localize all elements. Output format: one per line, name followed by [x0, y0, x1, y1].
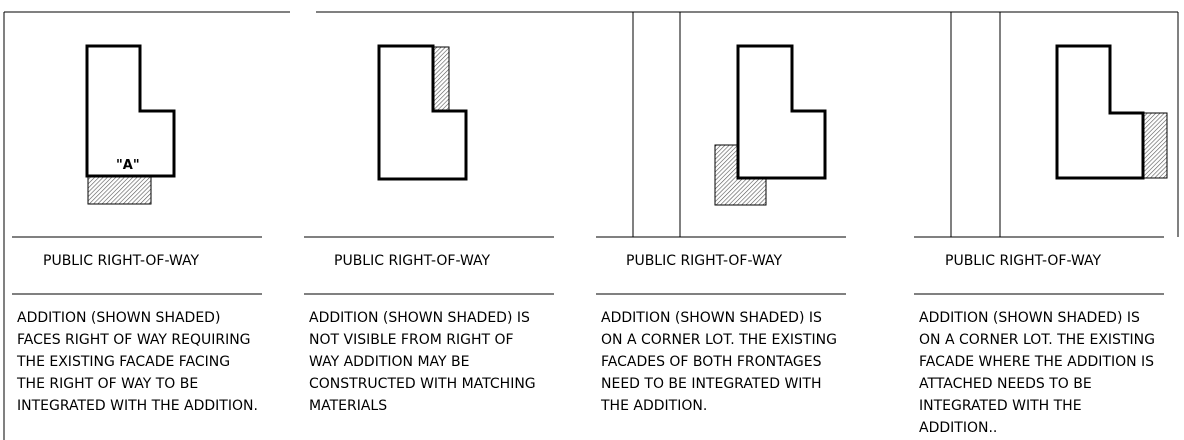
description-3-line: THE ADDITION. — [601, 398, 708, 414]
street-lines — [632, 12, 1001, 237]
panel-2-plan — [377, 44, 468, 181]
addition-shaded-1 — [87, 176, 152, 205]
description-4-line: ADDITION (SHOWN SHADED) IS — [919, 310, 1140, 326]
description-3: ADDITION (SHOWN SHADED) IS ON A CORNER L… — [601, 307, 837, 417]
description-1-line: THE EXISTING FACADE FACING — [17, 354, 231, 370]
frame-lines — [3, 11, 1179, 440]
description-3-line: ADDITION (SHOWN SHADED) IS — [601, 310, 822, 326]
description-2: ADDITION (SHOWN SHADED) IS NOT VISIBLE F… — [309, 307, 536, 417]
addition-shaded-4 — [1143, 112, 1168, 179]
right-of-way-label-3: PUBLIC RIGHT-OF-WAY — [626, 253, 783, 269]
description-3-line: FACADES OF BOTH FRONTAGES — [601, 354, 822, 370]
description-1: ADDITION (SHOWN SHADED) FACES RIGHT OF W… — [17, 307, 258, 417]
description-4-line: ADDITION.. — [919, 420, 998, 436]
description-2-line: NOT VISIBLE FROM RIGHT OF — [309, 332, 514, 348]
description-2-line: ADDITION (SHOWN SHADED) IS — [309, 310, 530, 326]
description-4-line: ATTACHED NEEDS TO BE — [919, 376, 1092, 392]
description-1-line: INTEGRATED WITH THE ADDITION. — [17, 398, 258, 414]
description-2-line: MATERIALS — [309, 398, 388, 414]
right-of-way-label-2: PUBLIC RIGHT-OF-WAY — [334, 253, 491, 269]
description-4-line: ON A CORNER LOT. THE EXISTING — [919, 332, 1155, 348]
existing-building-1 — [85, 44, 176, 178]
description-4-line: INTEGRATED WITH THE — [919, 398, 1082, 414]
description-2-line: CONSTRUCTED WITH MATCHING — [309, 376, 536, 392]
description-1-line: ADDITION (SHOWN SHADED) — [17, 310, 221, 326]
addition-shaded-2 — [433, 46, 450, 112]
existing-building-2 — [377, 44, 468, 181]
description-3-line: NEED TO BE INTEGRATED WITH — [601, 376, 822, 392]
description-4: ADDITION (SHOWN SHADED) IS ON A CORNER L… — [919, 307, 1155, 439]
right-of-way-label-4: PUBLIC RIGHT-OF-WAY — [945, 253, 1102, 269]
panel-1-plan — [85, 44, 176, 205]
description-4-line: FACADE WHERE THE ADDITION IS — [919, 354, 1155, 370]
right-of-way-label-1: PUBLIC RIGHT-OF-WAY — [43, 253, 200, 269]
panel-3-plan — [714, 44, 827, 206]
facade-marker-a: "A" — [116, 158, 140, 173]
panel-4-plan — [1055, 44, 1168, 180]
description-1-line: FACES RIGHT OF WAY REQUIRING — [17, 332, 251, 348]
description-3-line: ON A CORNER LOT. THE EXISTING — [601, 332, 837, 348]
existing-building-4 — [1055, 44, 1145, 180]
right-of-way-lines — [12, 236, 1164, 295]
description-2-line: WAY ADDITION MAY BE — [309, 354, 470, 370]
description-1-line: THE RIGHT OF WAY TO BE — [17, 376, 199, 392]
existing-building-3 — [736, 44, 827, 180]
